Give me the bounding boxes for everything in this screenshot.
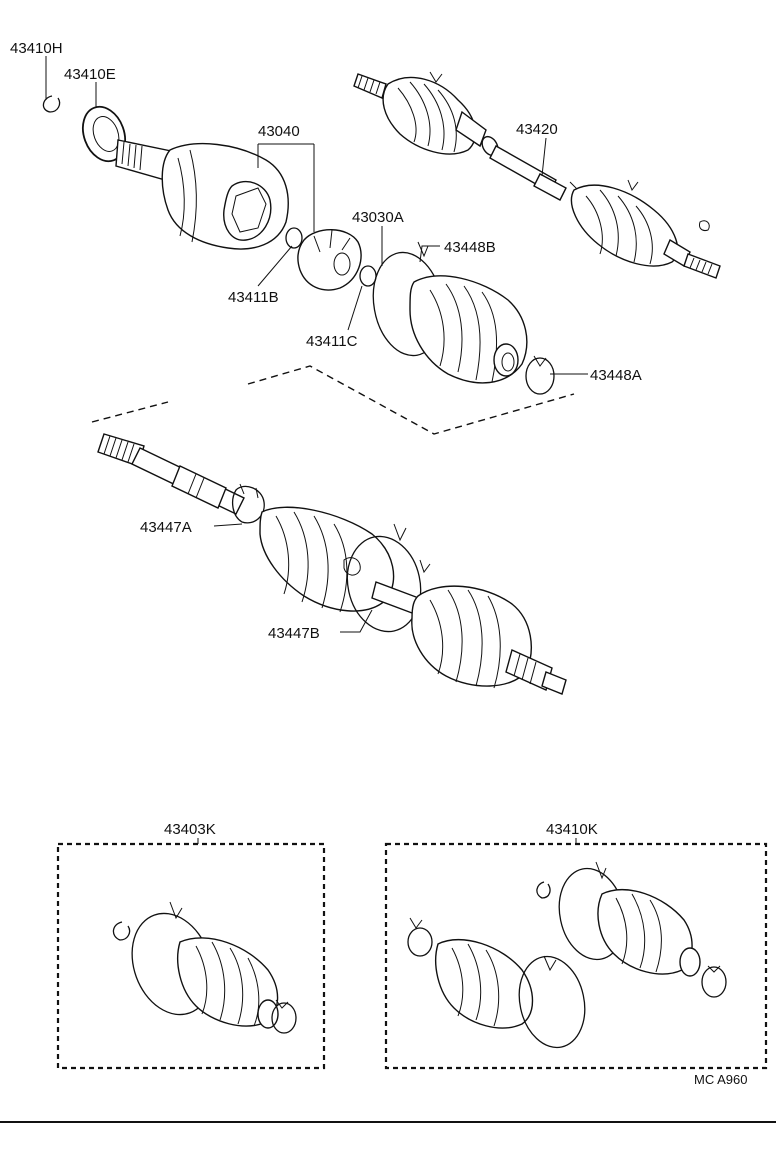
figure-reference-code: MC A960 — [694, 1072, 747, 1087]
snap-ring-43411c — [359, 265, 377, 287]
label-43411b: 43411B — [228, 289, 279, 306]
dust-deflector-43410e — [82, 105, 126, 163]
kit-box-43403k — [56, 842, 326, 1070]
middle-drive-shaft-illustration — [97, 433, 567, 695]
snap-ring-43411b — [285, 227, 303, 249]
label-43410e: 43410E — [64, 66, 116, 83]
label-43447b: 43447B — [268, 625, 320, 642]
outer-joint-illustration — [42, 95, 555, 395]
label-43448a: 43448A — [590, 367, 642, 384]
kit-43410k-contents-illustration — [407, 861, 727, 1049]
boot-clamp-43447a — [231, 485, 265, 524]
snap-ring-43410h — [42, 95, 61, 113]
assembled-drive-shaft-illustration — [353, 71, 721, 279]
label-43410k: 43410K — [546, 821, 598, 838]
leader-lines — [45, 56, 588, 844]
boot-clamp-43447b — [346, 535, 422, 633]
boot-clamp-43448a — [525, 357, 555, 395]
kit-43403k-contents-illustration — [112, 901, 297, 1034]
label-43410h: 43410H — [10, 40, 63, 57]
label-43030a: 43030A — [352, 209, 404, 226]
label-43411c: 43411C — [306, 333, 358, 350]
label-43447a: 43447A — [140, 519, 192, 536]
label-43040: 43040 — [258, 123, 300, 140]
label-43448b: 43448B — [444, 239, 496, 256]
label-43420: 43420 — [516, 121, 558, 138]
label-43403k: 43403K — [164, 821, 216, 838]
